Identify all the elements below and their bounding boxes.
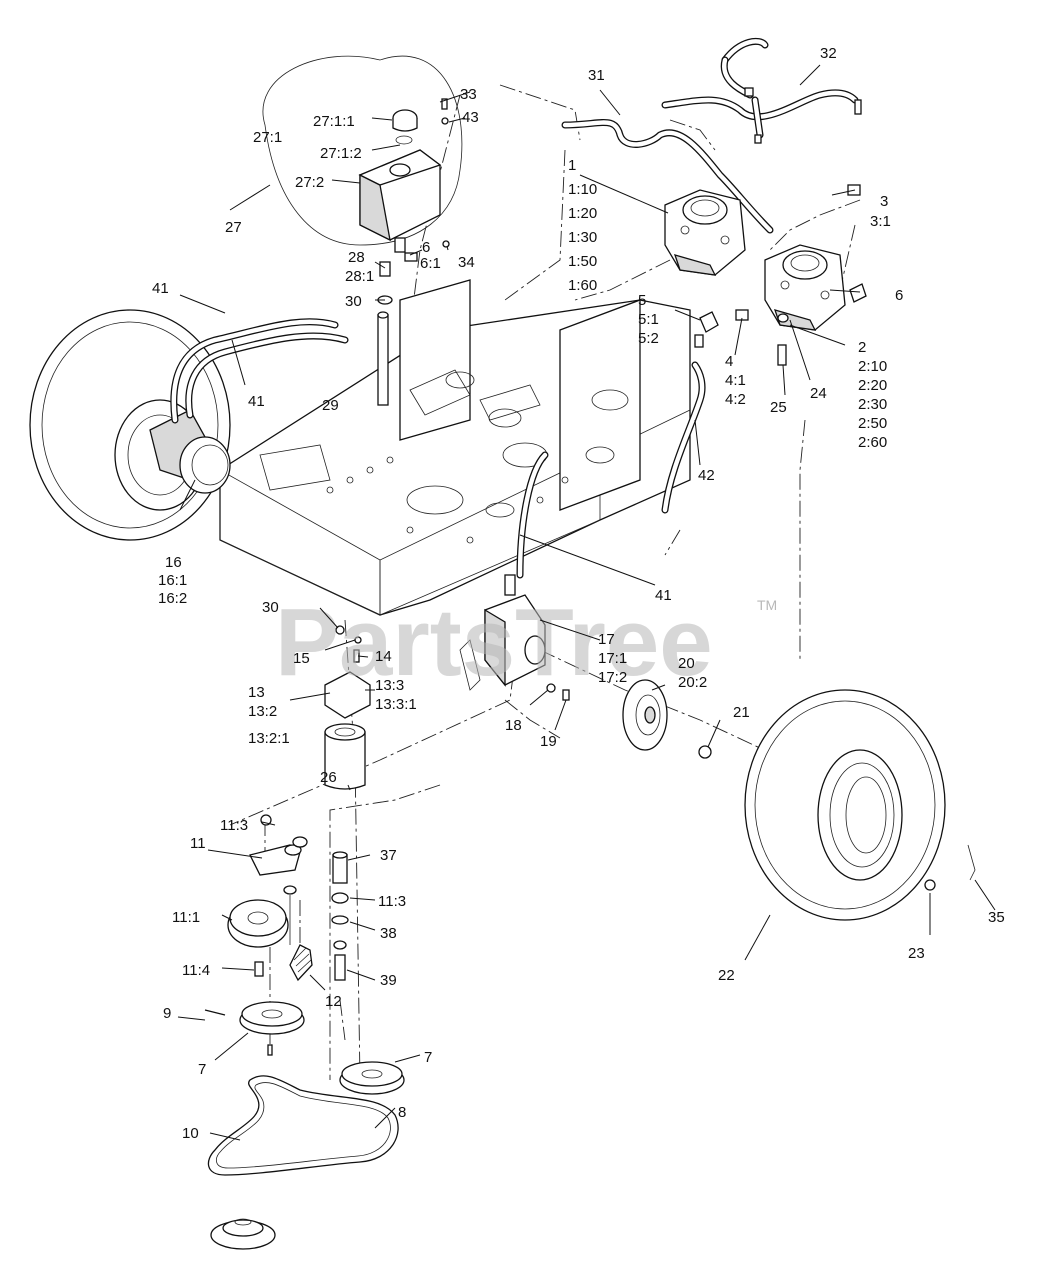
idler-arm: [249, 814, 302, 945]
spacers: [292, 836, 349, 981]
callout-labels: 1 1:10 1:20 1:30 1:50 1:60 2 2:10 2:20 2…: [152, 45, 1005, 1142]
label-17: 17 17:1 17:2: [598, 631, 631, 686]
label-41-top: 41: [152, 280, 169, 297]
pulleys: [204, 1001, 405, 1250]
label-11: 11: [190, 835, 206, 852]
wheel-motor: [459, 574, 546, 691]
label-21: 21: [733, 704, 750, 721]
watermark-text: PartsTree: [275, 589, 713, 696]
pump-left: [664, 189, 746, 276]
filter-assembly: [324, 625, 371, 790]
label-1: 1 1:10 1:20 1:30 1:50 1:60: [568, 157, 601, 294]
label-6-top: 6 6:1: [420, 239, 441, 272]
label-7-left: 7: [198, 1061, 206, 1078]
label-27-2: 27:2: [295, 174, 324, 191]
wheel-hub: [546, 679, 936, 891]
label-10: 10: [182, 1125, 199, 1142]
label-2: 2 2:10 2:20 2:30 2:50 2:60: [858, 339, 891, 451]
label-23: 23: [908, 945, 925, 962]
drive-belt: [207, 1075, 399, 1176]
label-29: 29: [322, 397, 339, 414]
label-9: 9: [163, 1005, 171, 1022]
label-22: 22: [718, 967, 735, 984]
label-6-right: 6: [895, 287, 903, 304]
label-7-right: 7: [424, 1049, 432, 1066]
label-8: 8: [398, 1104, 406, 1121]
label-39: 39: [380, 972, 397, 989]
label-38: 38: [380, 925, 397, 942]
label-28: 28 28:1: [345, 249, 374, 285]
label-30-top: 30: [345, 293, 362, 310]
label-15: 15: [293, 650, 310, 667]
label-12: 12: [325, 993, 342, 1010]
label-41-left: 41: [248, 393, 265, 410]
label-3: 3 3:1: [870, 193, 893, 230]
right-wheel: [744, 689, 976, 921]
label-4: 4 4:1 4:2: [725, 353, 750, 408]
label-19: 19: [540, 733, 557, 750]
hydraulic-tank: [262, 55, 463, 253]
label-14: 14: [375, 648, 392, 665]
label-27: 27: [225, 219, 242, 236]
label-32: 32: [820, 45, 837, 62]
watermark-trademark: TM: [757, 597, 777, 613]
label-11-3-top: 11:3: [220, 817, 248, 834]
label-13-3: 13:3 13:3:1: [375, 677, 417, 713]
label-41-bottom: 41: [655, 587, 672, 604]
leader-lines: [177, 64, 996, 1141]
label-27-1-2: 27:1:2: [320, 145, 362, 162]
label-27-1: 27:1: [253, 129, 282, 146]
label-26: 26: [320, 769, 337, 786]
label-30-bottom: 30: [262, 599, 279, 616]
label-37: 37: [380, 847, 397, 864]
spring: [289, 944, 313, 982]
label-42: 42: [698, 467, 715, 484]
label-18: 18: [505, 717, 522, 734]
label-5: 5 5:1 5:2: [638, 292, 663, 347]
pump-right: [764, 244, 846, 366]
label-35: 35: [988, 909, 1005, 926]
chassis-frame: [219, 279, 691, 616]
idler-pulley: [227, 899, 289, 977]
label-11-4: 11:4: [182, 962, 210, 979]
label-24: 24: [810, 385, 827, 402]
fittings-left: [377, 252, 418, 406]
label-34: 34: [458, 254, 475, 271]
label-43: 43: [462, 109, 479, 126]
label-25: 25: [770, 399, 787, 416]
label-13: 13 13:2 13:2:1: [248, 684, 290, 747]
label-16: 16 16:1 16:2: [158, 554, 191, 607]
label-11-3-right: 11:3: [378, 893, 406, 910]
label-11-1: 11:1: [172, 909, 200, 926]
label-31: 31: [588, 67, 605, 84]
hoses: [170, 37, 859, 579]
label-33: 33: [460, 86, 477, 103]
label-20: 20 20:2: [678, 655, 707, 691]
label-27-1-1: 27:1:1: [313, 113, 355, 130]
